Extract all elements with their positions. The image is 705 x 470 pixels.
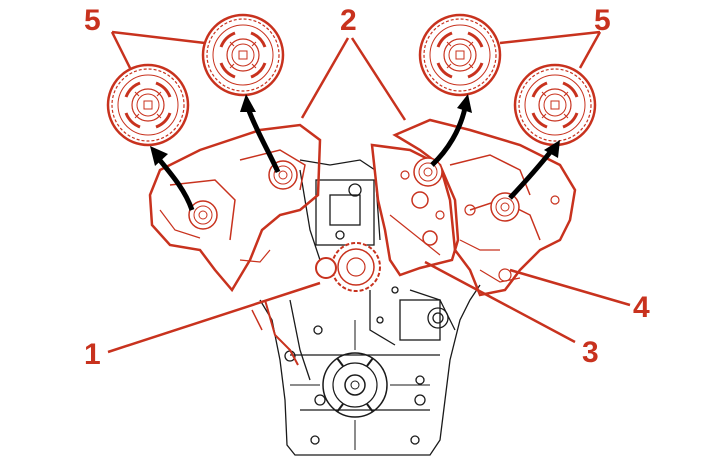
leader-5-right-a bbox=[499, 30, 601, 45]
callout-5-left: 5 bbox=[84, 4, 101, 37]
leader-2b bbox=[350, 37, 407, 121]
sprocket-right-inner bbox=[418, 13, 502, 97]
sprocket-left-outer bbox=[106, 63, 190, 147]
sprocket-left-inner bbox=[201, 13, 285, 97]
engine-block bbox=[259, 159, 481, 456]
left-cam-housing bbox=[148, 123, 322, 366]
leader-5-right-b bbox=[578, 31, 602, 69]
arrow-right-inner bbox=[430, 107, 468, 167]
right-cam-gear-outer bbox=[490, 192, 520, 222]
leader-lines bbox=[107, 30, 631, 354]
arrow-left-outer bbox=[156, 156, 195, 211]
arrowhead-left-inner bbox=[240, 94, 256, 112]
leader-2a bbox=[300, 37, 350, 119]
callout-3: 3 bbox=[582, 336, 599, 369]
arrow-right-outer bbox=[508, 148, 554, 200]
arrowhead-right-inner bbox=[457, 94, 472, 113]
leader-4 bbox=[509, 268, 631, 307]
crankshaft-pulley bbox=[290, 320, 430, 450]
sprocket-right-outer bbox=[513, 63, 597, 147]
water-pump-gear bbox=[315, 242, 381, 292]
callout-5-right: 5 bbox=[594, 4, 611, 37]
leader-1 bbox=[107, 281, 321, 354]
timing-cover-center bbox=[370, 143, 460, 277]
leader-5-left-b bbox=[111, 30, 206, 45]
left-cam-gear-outer bbox=[188, 200, 218, 230]
leader-5-left-a bbox=[110, 31, 132, 69]
callout-2: 2 bbox=[340, 4, 357, 37]
arrow-left-inner bbox=[245, 107, 281, 174]
leader-3 bbox=[424, 260, 576, 344]
arrowhead-left-outer bbox=[150, 146, 168, 166]
arrowhead-right-outer bbox=[544, 140, 560, 158]
arrow-heads bbox=[150, 94, 560, 166]
callout-1: 1 bbox=[84, 338, 101, 371]
callout-4: 4 bbox=[633, 291, 650, 324]
removal-arrows bbox=[156, 107, 554, 211]
